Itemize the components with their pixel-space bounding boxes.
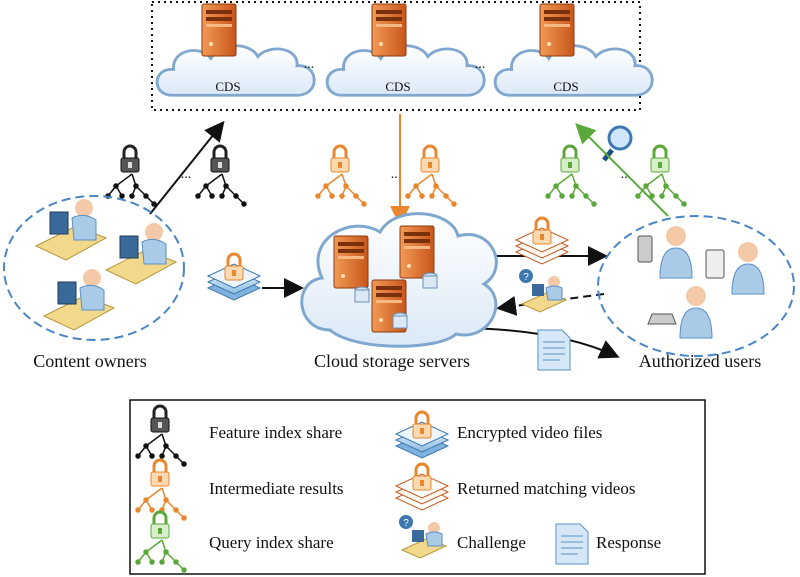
legend-label: Feature index share — [209, 423, 342, 442]
authorized-users-label: Authorized users — [639, 351, 761, 371]
legend-label: Encrypted video files — [457, 423, 602, 442]
legend-label: Query index share — [209, 533, 334, 552]
content-owners-group — [3, 195, 185, 341]
feature-share-icon — [196, 146, 246, 206]
legend-challenge: Challenge — [398, 514, 526, 559]
share-ellipsis: ... — [181, 167, 192, 182]
content-owners-label: Content owners — [33, 351, 146, 371]
intermediate-results-shares: ... — [316, 146, 456, 206]
user-laptop-icon — [647, 285, 713, 339]
owner-workstation-icon — [43, 268, 115, 331]
cds-node-3: CDS — [493, 3, 654, 97]
user-tablet-icon — [705, 241, 765, 295]
user-phone-icon — [637, 225, 693, 279]
legend-feature-index-share: Feature index share — [136, 406, 342, 466]
legend-query-index-share: Query index share — [136, 512, 334, 572]
cds-label: CDS — [215, 79, 240, 94]
share-ellipsis: ... — [391, 167, 402, 182]
cds-ellipsis: ... — [304, 57, 315, 72]
owner-workstation-icon — [35, 198, 107, 261]
legend-label: Response — [596, 533, 661, 552]
legend-encrypted-video-files: Encrypted video files — [396, 412, 602, 458]
query-share-icon — [546, 146, 596, 206]
legend-returned-matching-videos: Returned matching videos — [396, 464, 635, 510]
challenge-icon — [518, 268, 567, 313]
legend-response: Response — [555, 523, 661, 565]
arrow-users-to-cds — [575, 123, 669, 217]
response-document-icon — [537, 329, 571, 371]
encrypted-video-stack-icon — [208, 254, 260, 300]
cds-node-2: CDS — [325, 3, 486, 97]
cds-label: CDS — [385, 79, 410, 94]
feature-share-icon — [106, 146, 156, 206]
legend-label: Returned matching videos — [457, 479, 635, 498]
cds-label: CDS — [553, 79, 578, 94]
authorized-users-group — [597, 215, 795, 357]
cds-region — [151, 1, 641, 111]
cloud-storage-label: Cloud storage servers — [314, 351, 470, 371]
legend-intermediate-results: Intermediate results — [136, 460, 344, 520]
query-share-icon — [636, 146, 686, 206]
feature-index-shares: ... — [106, 146, 246, 206]
legend-label: Challenge — [457, 533, 526, 552]
arrow-owners-to-cds — [149, 120, 225, 215]
query-index-shares: ... — [546, 146, 686, 206]
legend-label: Intermediate results — [209, 479, 344, 498]
intermediate-share-icon — [316, 146, 366, 206]
intermediate-share-icon — [406, 146, 456, 206]
owner-workstation-icon — [105, 222, 177, 285]
cds-node-1: CDS — [155, 3, 316, 97]
response-document-icon — [555, 523, 589, 565]
cds-ellipsis: ... — [475, 57, 486, 72]
cloud-storage-servers — [300, 212, 498, 348]
returned-videos-icon — [516, 218, 568, 264]
